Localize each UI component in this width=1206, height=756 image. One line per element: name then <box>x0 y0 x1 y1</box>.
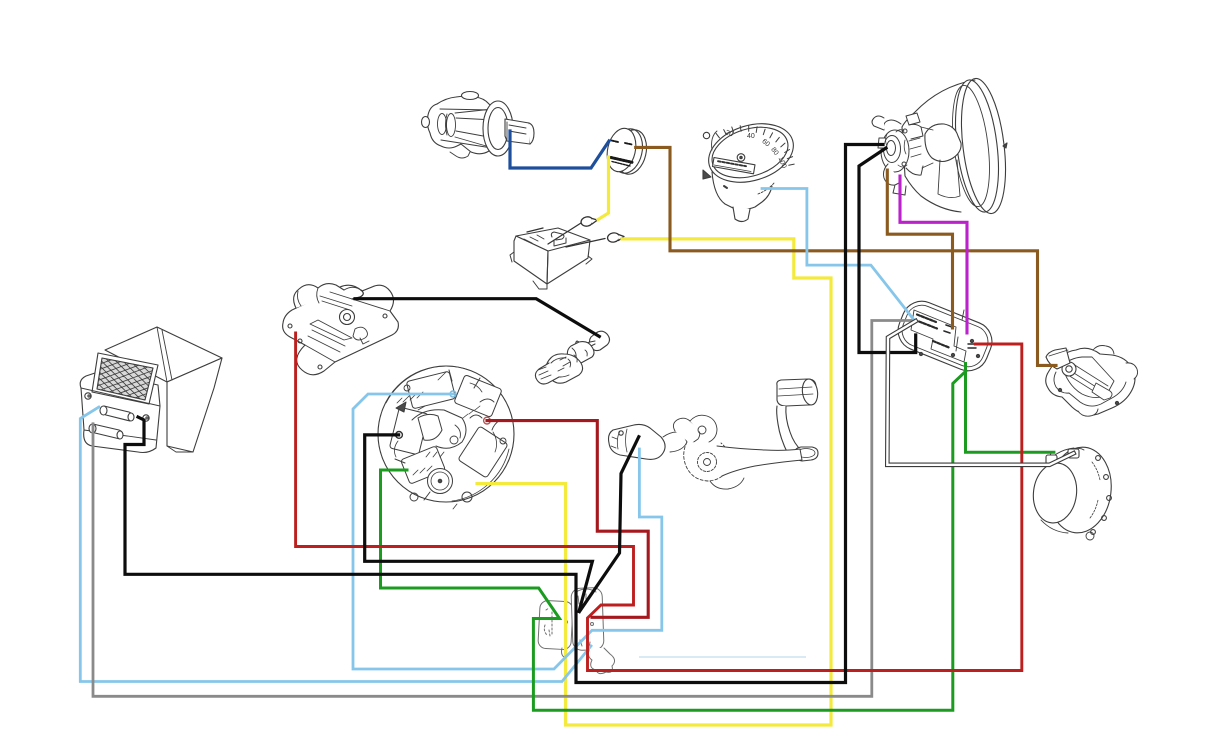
svg-text:80: 80 <box>769 146 779 156</box>
svg-text:100: 100 <box>777 156 788 169</box>
svg-text:60: 60 <box>760 138 771 148</box>
svg-text:40: 40 <box>747 133 755 140</box>
svg-text:20: 20 <box>724 129 734 138</box>
